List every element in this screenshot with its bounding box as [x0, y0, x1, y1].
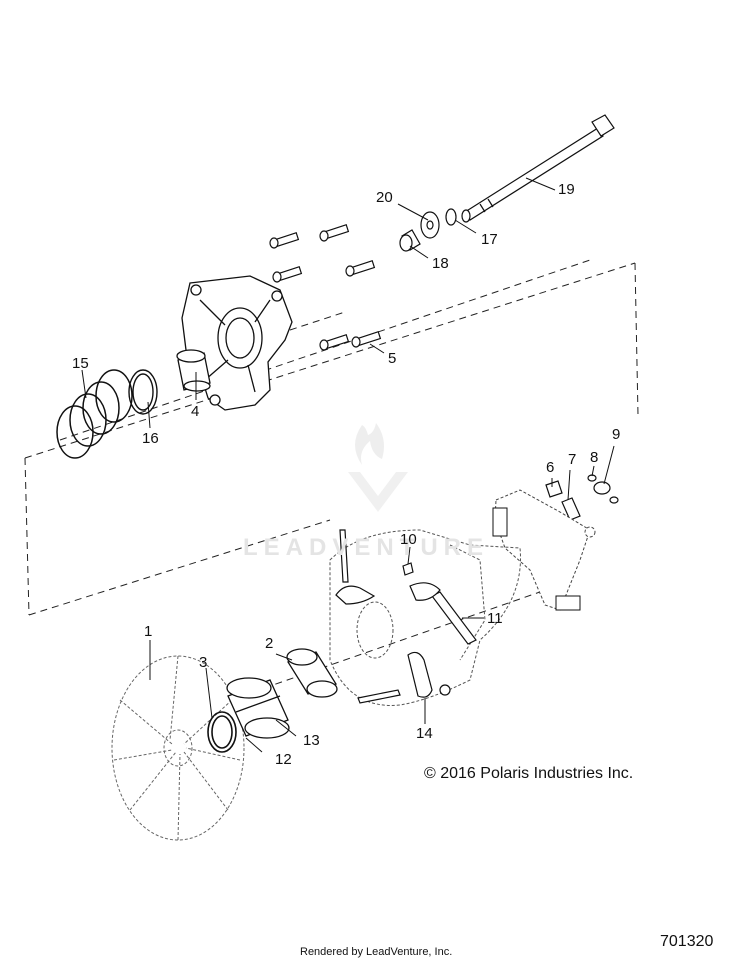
callout-4[interactable]: 4: [191, 403, 200, 420]
callout-1[interactable]: 1: [144, 623, 153, 640]
part-19-bolt: [461, 114, 615, 223]
part-7-pin: [561, 497, 581, 521]
diagram-number: 701320: [660, 933, 714, 950]
leader-lines: [81, 177, 615, 753]
assembly-boundary: [24, 259, 639, 701]
callout-19[interactable]: 19: [558, 181, 575, 198]
watermark-text: LEADVENTURE: [243, 534, 490, 561]
callout-5[interactable]: 5: [388, 350, 397, 367]
callout-3[interactable]: 3: [199, 654, 208, 671]
part-4-bushing: [176, 349, 211, 392]
part-13-sleeve: [226, 677, 290, 739]
sheave-pin: [339, 529, 401, 704]
spider-cover: [181, 275, 293, 411]
part-14-arm: [335, 582, 451, 698]
callout-14[interactable]: 14: [416, 725, 433, 742]
part-5-screws: [269, 224, 382, 351]
watermark-logo: [348, 423, 408, 512]
callout-9[interactable]: 9: [612, 426, 621, 443]
part-6: [545, 480, 563, 498]
callout-18[interactable]: 18: [432, 255, 449, 272]
part-2-bushing: [286, 648, 338, 698]
callout-17[interactable]: 17: [481, 231, 498, 248]
footer-credit: Rendered by LeadVenture, Inc.: [300, 946, 453, 958]
part-1-fixed-sheave: [111, 655, 245, 841]
callout-2[interactable]: 2: [265, 635, 274, 652]
callout-13[interactable]: 13: [303, 732, 320, 749]
part-3-ring: [207, 711, 237, 753]
callout-7[interactable]: 7: [568, 451, 577, 468]
part-15-spring: [56, 369, 133, 459]
callout-15[interactable]: 15: [72, 355, 89, 372]
spider-assembly: [492, 489, 596, 611]
callout-11[interactable]: 11: [487, 610, 503, 627]
part-17-clip: [445, 208, 457, 226]
callout-6[interactable]: 6: [546, 459, 555, 476]
part-18-spacer: [399, 229, 421, 252]
part-16-ring: [128, 369, 158, 415]
part-20-washer: [420, 211, 440, 239]
copyright-notice: © 2016 Polaris Industries Inc.: [424, 765, 634, 782]
callout-20[interactable]: 20: [376, 189, 393, 206]
callout-12[interactable]: 12: [275, 751, 292, 768]
callout-8[interactable]: 8: [590, 449, 599, 466]
callout-10[interactable]: 10: [400, 531, 417, 548]
part-10-nut: [402, 562, 414, 576]
callout-16[interactable]: 16: [142, 430, 159, 447]
part-9-roller: [593, 481, 619, 504]
